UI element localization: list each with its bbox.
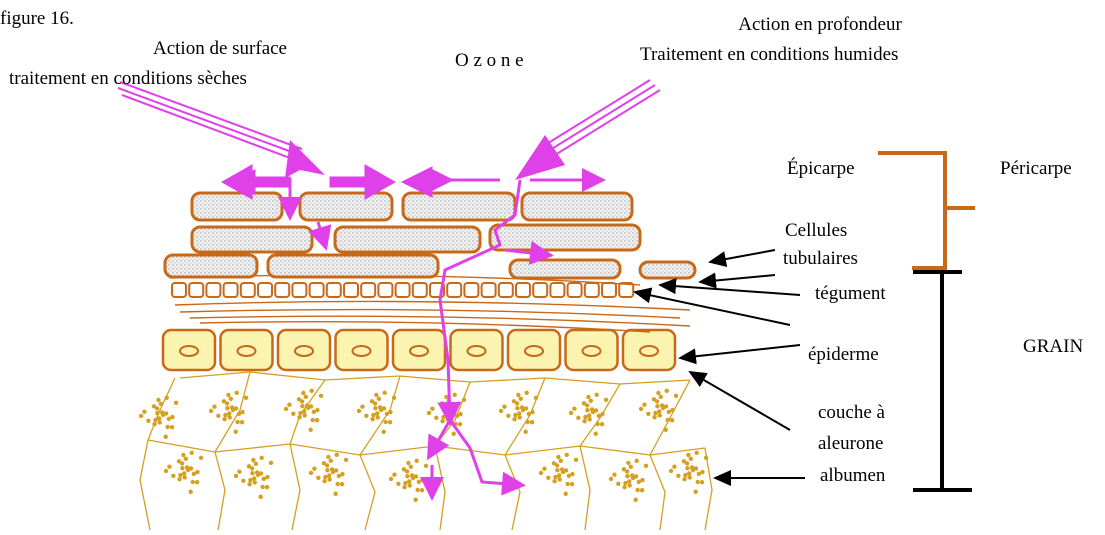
tegument-cell xyxy=(447,283,461,297)
aleurone-grain-cluster xyxy=(284,389,323,432)
tegument-cell xyxy=(585,283,599,297)
tegument-cell xyxy=(344,283,358,297)
label-epiderme: épiderme xyxy=(808,344,879,366)
epidermis-cell xyxy=(566,330,618,370)
left-action-title: Action de surface xyxy=(120,38,320,60)
tegument-cell xyxy=(482,283,496,297)
tegument-cell xyxy=(499,283,513,297)
albumen-layer xyxy=(140,372,712,530)
tegument-cell xyxy=(361,283,375,297)
epicarp-cell xyxy=(192,193,282,220)
aleurone-grain-cluster xyxy=(499,391,538,434)
label-albumen: albumen xyxy=(820,465,885,487)
right-action-title: Action en profondeur xyxy=(690,14,950,36)
label-couche: couche à xyxy=(818,402,885,424)
ozone-beam-left-head xyxy=(285,140,325,178)
label-aleurone: aleurone xyxy=(818,433,883,455)
epicarp-cell xyxy=(510,260,620,278)
aleurone-grain-cluster xyxy=(669,451,708,494)
label-grain: GRAIN xyxy=(1023,336,1083,358)
epidermis-cell xyxy=(221,330,273,370)
ozone-beam-right xyxy=(545,80,660,155)
aleurone-grain-cluster xyxy=(389,459,428,502)
ozone-beam-left xyxy=(118,82,302,161)
tegument-cell xyxy=(224,283,238,297)
grain-bracket xyxy=(913,272,972,490)
aleurone-grain-cluster xyxy=(164,451,203,494)
tegument-cell xyxy=(258,283,272,297)
label-epicarpe: Épicarpe xyxy=(787,158,855,180)
tegument-cell xyxy=(464,283,478,297)
tegument-cell xyxy=(327,283,341,297)
pericarpe-bracket xyxy=(878,153,975,268)
tegument-cell xyxy=(189,283,203,297)
tegument-cell xyxy=(602,283,616,297)
epidermis-cell xyxy=(278,330,330,370)
aleurone-grain-cluster xyxy=(309,453,348,496)
tegument-cell xyxy=(172,283,186,297)
left-action-condition: traitement en conditions sèches xyxy=(9,68,247,90)
epidermis-cell xyxy=(163,330,215,370)
epicarp-cell xyxy=(522,193,632,220)
label-pericarpe: Péricarpe xyxy=(1000,158,1072,180)
tegument-cell xyxy=(275,283,289,297)
epidermis-cell xyxy=(623,330,675,370)
tegument-cell xyxy=(568,283,582,297)
tegument-cell xyxy=(533,283,547,297)
epiderme-cells xyxy=(163,330,675,370)
label-tegument: tégument xyxy=(815,283,886,305)
epicarp-cell xyxy=(165,255,257,277)
aleurone-grain-cluster xyxy=(427,393,466,436)
aleurone-grain-cluster xyxy=(639,389,678,432)
tegument-cell xyxy=(241,283,255,297)
epicarp-cell xyxy=(490,225,640,250)
label-tubulaires: tubulaires xyxy=(783,248,858,270)
aleurone-grain-cluster xyxy=(609,459,648,502)
aleurone-grain-cluster xyxy=(569,393,608,436)
aleurone-grain-cluster xyxy=(234,456,273,499)
epidermis-cell xyxy=(508,330,560,370)
epidermis-cell xyxy=(451,330,503,370)
tegument-cell xyxy=(310,283,324,297)
epicarpe-cells xyxy=(165,193,695,278)
tegument-cell xyxy=(516,283,530,297)
right-action-condition: Traitement en conditions humides xyxy=(640,44,898,66)
aleurone-grain-cluster xyxy=(209,391,248,434)
epicarp-cell xyxy=(300,193,392,220)
label-cellules: Cellules xyxy=(785,220,847,242)
epicarp-cell xyxy=(640,262,695,278)
tegument-cell xyxy=(396,283,410,297)
caption-fragment: figure 16. xyxy=(0,8,74,30)
tegument-cell xyxy=(550,283,564,297)
aleurone-grain-cluster xyxy=(539,453,578,496)
aleurone-grain-cluster xyxy=(357,391,396,434)
epicarp-cell xyxy=(335,227,480,252)
tegument-cell xyxy=(292,283,306,297)
tegument-cell xyxy=(413,283,427,297)
epicarp-cell xyxy=(403,193,515,220)
epidermis-cell xyxy=(336,330,388,370)
epicarp-cell xyxy=(192,227,312,252)
ozone-beam-right-head xyxy=(515,135,565,180)
tegument-cell xyxy=(206,283,220,297)
aleurone-grain-cluster xyxy=(139,396,178,439)
tegument-cells xyxy=(172,283,633,297)
ozone-label: O z o n e xyxy=(455,50,524,72)
tegument-cell xyxy=(378,283,392,297)
epicarp-cell xyxy=(268,255,438,277)
epidermis-cell xyxy=(393,330,445,370)
